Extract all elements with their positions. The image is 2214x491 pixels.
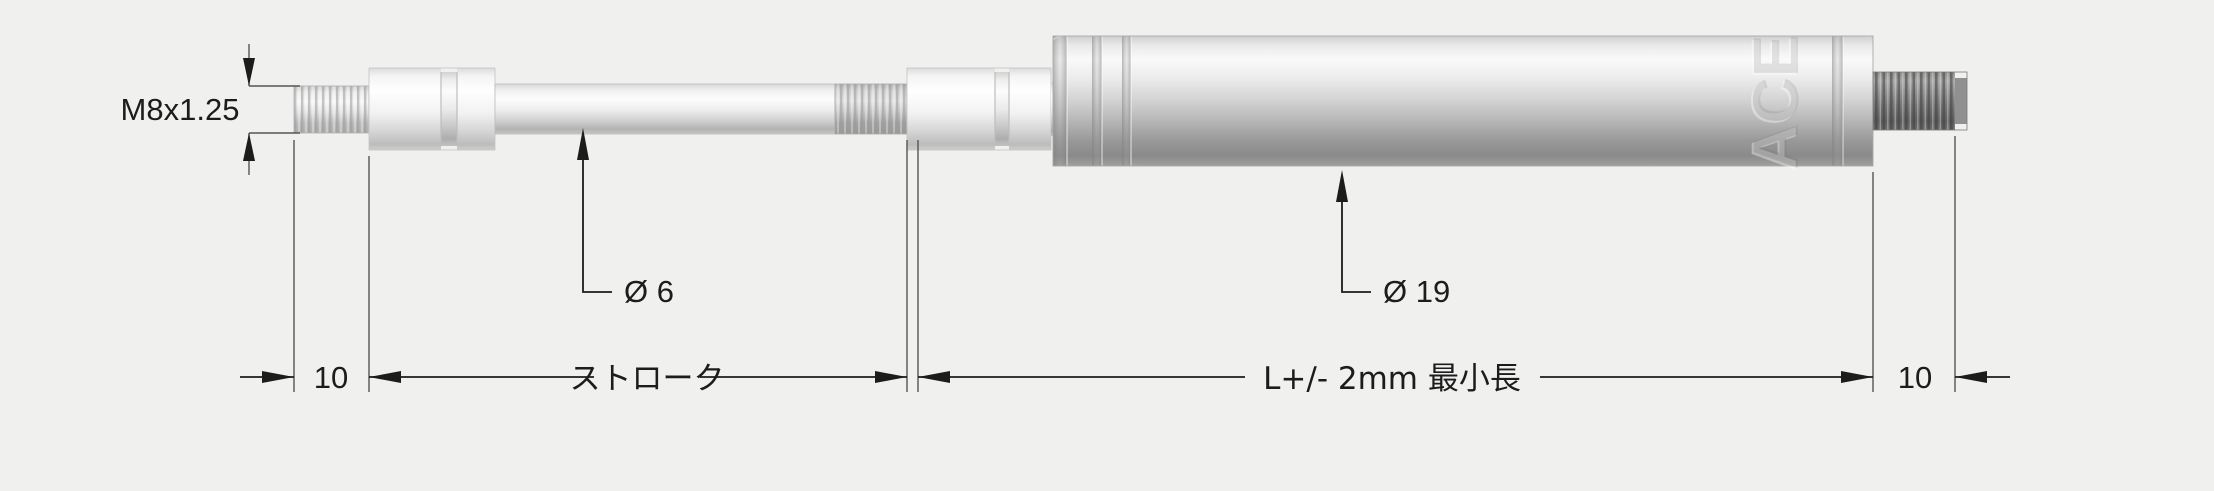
rod-diameter-leader: Ø 6 <box>577 128 674 309</box>
dimension-stroke: ストローク <box>369 361 907 397</box>
body-diameter-label: Ø 19 <box>1383 274 1450 309</box>
right-end-length-label: 10 <box>1898 360 1932 395</box>
ace-brand-emboss: ACE ACE <box>1738 34 1812 171</box>
rod-diameter-label: Ø 6 <box>624 274 674 309</box>
left-m8-thread-stud <box>293 85 370 134</box>
dim-arrow-up <box>243 133 255 161</box>
dim-arrow-left-right10 <box>1955 371 1987 383</box>
dim-arrow-right-body <box>918 371 950 383</box>
mid-collar-sleeve <box>906 67 1052 151</box>
piston-rod <box>494 83 836 135</box>
dim-arrow-right-left10 <box>262 371 294 383</box>
left-end-length-label: 10 <box>314 360 348 395</box>
thread-diameter-dimension: M8x1.25 <box>121 44 300 175</box>
dimension-right-end: 10 <box>1898 360 2010 395</box>
dim-arrow-down <box>243 58 255 86</box>
body-length-label: L+/- 2mm 最小長 <box>1263 361 1521 397</box>
dimension-left-end: 10 <box>240 360 348 395</box>
leader-arrow-up-body <box>1336 170 1348 202</box>
dim-arrow-left-body <box>1841 371 1873 383</box>
mid-thread-section <box>834 83 908 135</box>
body-diameter-leader: Ø 19 <box>1336 170 1450 309</box>
left-collar <box>368 67 496 151</box>
main-body-tube: ACE ACE <box>1052 34 1874 172</box>
witness-lines <box>293 136 1956 392</box>
leader-arrow-up <box>577 128 589 160</box>
dim-arrow-right-stroke <box>369 371 401 383</box>
dim-arrow-left-stroke <box>875 371 907 383</box>
stroke-label: ストローク <box>570 361 725 397</box>
thread-spec-label: M8x1.25 <box>121 92 240 127</box>
ace-brand-text: ACE <box>1738 36 1810 171</box>
svg-text:ACE: ACE <box>1740 34 1812 169</box>
dimension-body-length: L+/- 2mm 最小長 <box>918 361 1873 397</box>
gas-spring-assembly: ACE ACE <box>293 34 1968 172</box>
right-thread-stud <box>1872 71 1968 131</box>
